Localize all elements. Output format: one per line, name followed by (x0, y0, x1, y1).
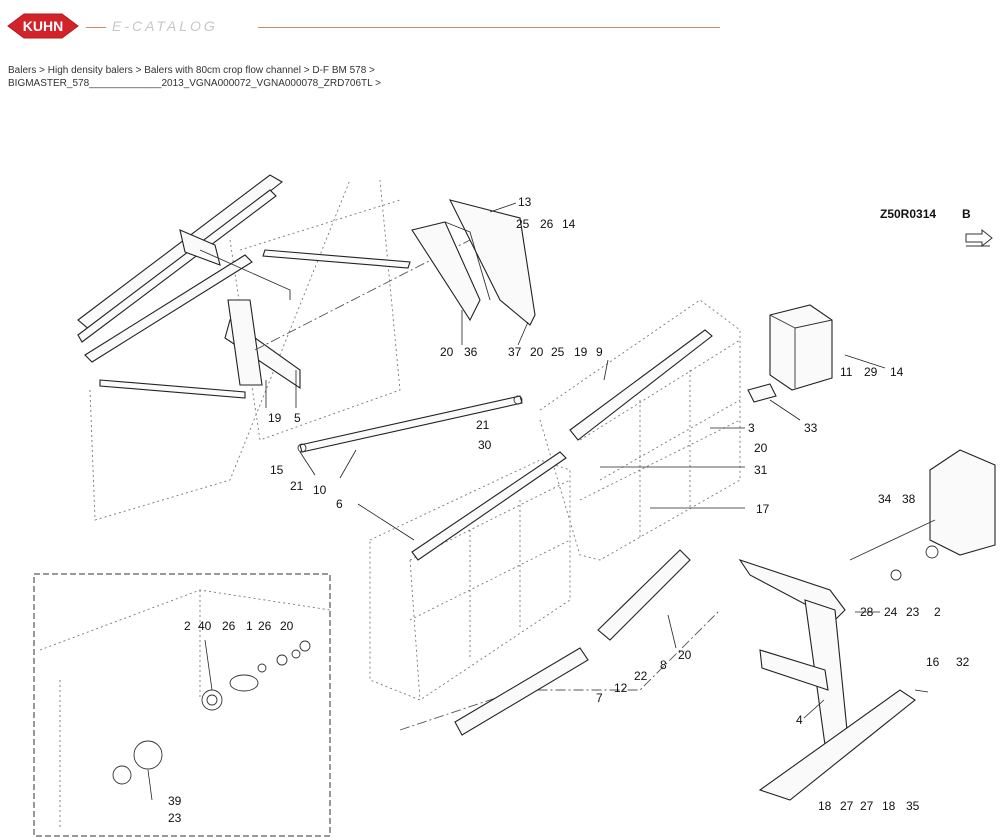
callout-23[interactable]: 23 (168, 811, 182, 825)
callout-21[interactable]: 21 (476, 418, 490, 432)
callout-20[interactable]: 20 (754, 441, 768, 455)
callout-3[interactable]: 3 (748, 421, 755, 435)
breadcrumb: Balers > High density balers > Balers wi… (8, 64, 568, 90)
callout-4[interactable]: 4 (796, 713, 803, 727)
callout-29[interactable]: 29 (864, 365, 878, 379)
callout-31[interactable]: 31 (754, 463, 768, 477)
side-plate (849, 449, 996, 581)
tie-rod (297, 395, 523, 453)
breadcrumb-separator: > (135, 65, 142, 76)
callout-labels: 13 25 26 14 20 36 37 20 25 19 9 11 29 14… (168, 195, 970, 825)
callout-leaders (147, 202, 929, 801)
callout-1[interactable]: 1 (246, 619, 253, 633)
callout-7[interactable]: 7 (596, 691, 603, 705)
callout-20[interactable]: 20 (678, 648, 692, 662)
callout-24[interactable]: 24 (884, 605, 898, 619)
front-frame-box (369, 451, 721, 731)
callout-27[interactable]: 27 (840, 799, 854, 813)
callout-33[interactable]: 33 (804, 421, 818, 435)
callout-6[interactable]: 6 (336, 497, 343, 511)
kuhn-logo[interactable]: KUHN (6, 8, 80, 44)
callout-39[interactable]: 39 (168, 794, 182, 808)
breadcrumb-separator: > (39, 65, 45, 76)
callout-37[interactable]: 37 (508, 345, 522, 359)
support-stand (738, 558, 916, 801)
logo-text: KUHN (23, 18, 63, 34)
right-frame-box (539, 299, 741, 561)
callout-8[interactable]: 8 (660, 658, 667, 672)
upper-side-panel (411, 199, 536, 326)
callout-16[interactable]: 16 (926, 655, 940, 669)
exploded-parts-diagram: Z50R0314 B (33, 174, 996, 837)
callout-26[interactable]: 26 (540, 217, 554, 231)
callout-25[interactable]: 25 (516, 217, 530, 231)
callout-2[interactable]: 2 (934, 605, 941, 619)
callout-26[interactable]: 26 (258, 619, 272, 633)
callout-22[interactable]: 22 (634, 669, 648, 683)
callout-20[interactable]: 20 (530, 345, 544, 359)
bracket-33 (747, 383, 777, 403)
header-rule-left (86, 27, 106, 28)
callout-21[interactable]: 21 (290, 479, 304, 493)
catalog-title: E-CATALOG (112, 18, 218, 34)
callout-26[interactable]: 26 (222, 619, 236, 633)
callout-14[interactable]: 14 (890, 365, 904, 379)
callout-15[interactable]: 15 (270, 463, 284, 477)
callout-25[interactable]: 25 (551, 345, 565, 359)
breadcrumb-balers[interactable]: Balers (8, 65, 37, 76)
breadcrumb-model[interactable]: D-F BM 578 (312, 65, 367, 76)
breadcrumb-separator: > (303, 65, 310, 76)
breadcrumb-separator: > (369, 65, 375, 76)
callout-20[interactable]: 20 (280, 619, 294, 633)
callout-38[interactable]: 38 (902, 492, 916, 506)
breadcrumb-80cm-channel[interactable]: Balers with 80cm crop flow channel (144, 65, 301, 76)
callout-17[interactable]: 17 (756, 502, 770, 516)
callout-36[interactable]: 36 (464, 345, 478, 359)
callout-12[interactable]: 12 (614, 681, 628, 695)
callout-10[interactable]: 10 (313, 483, 327, 497)
catalog-header: KUHN E-CATALOG (0, 0, 1000, 60)
breadcrumb-serial-range[interactable]: BIGMASTER_578_____________2013_VGNA00007… (8, 78, 373, 89)
cover-box (769, 304, 833, 391)
breadcrumb-separator: > (375, 78, 381, 89)
callout-23[interactable]: 23 (906, 605, 920, 619)
callout-2[interactable]: 2 (184, 619, 191, 633)
detail-inset (33, 573, 331, 837)
callout-34[interactable]: 34 (878, 492, 892, 506)
callout-19[interactable]: 19 (268, 411, 282, 425)
diagram-reference: Z50R0314 (880, 207, 936, 221)
callout-13[interactable]: 13 (518, 195, 532, 209)
callout-19[interactable]: 19 (574, 345, 588, 359)
callout-30[interactable]: 30 (478, 438, 492, 452)
callout-28[interactable]: 28 (860, 605, 874, 619)
callout-5[interactable]: 5 (294, 411, 301, 425)
next-page-arrow-icon[interactable] (965, 228, 993, 248)
callout-11[interactable]: 11 (840, 365, 853, 379)
lower-rail-7 (454, 647, 589, 736)
breadcrumb-high-density-balers[interactable]: High density balers (47, 65, 133, 76)
callout-18[interactable]: 18 (882, 799, 896, 813)
callout-20[interactable]: 20 (440, 345, 454, 359)
header-rule-right (258, 27, 720, 28)
callout-27[interactable]: 27 (860, 799, 874, 813)
callout-14[interactable]: 14 (562, 217, 576, 231)
callout-35[interactable]: 35 (906, 799, 920, 813)
callout-40[interactable]: 40 (198, 619, 212, 633)
callout-18[interactable]: 18 (818, 799, 832, 813)
diagram-revision: B (962, 207, 971, 221)
callout-32[interactable]: 32 (956, 655, 970, 669)
callout-9[interactable]: 9 (596, 345, 603, 359)
lower-rail-8 (597, 549, 691, 641)
